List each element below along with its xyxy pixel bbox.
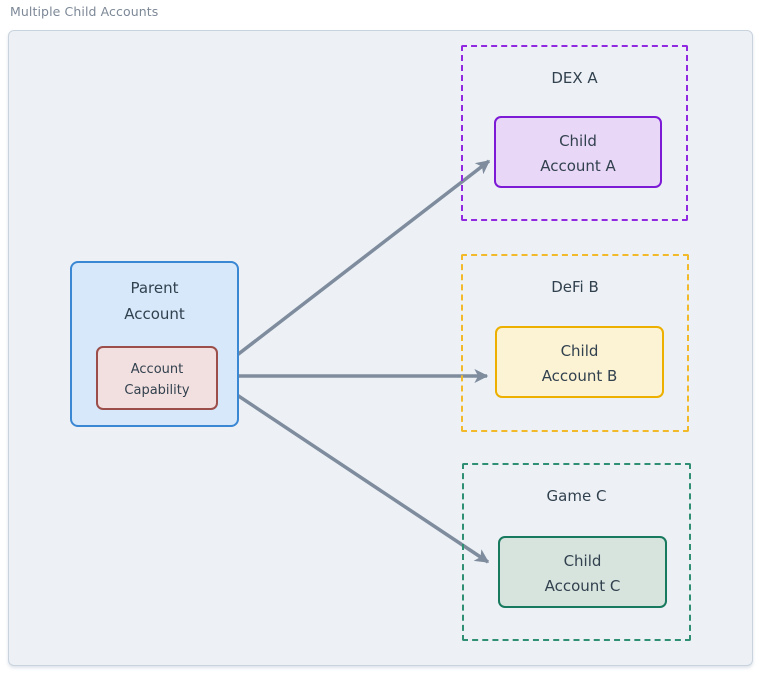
edge-capability-to-child-a [217, 159, 491, 371]
account-capability-label-line: Account [130, 362, 184, 377]
diagram-canvas: Parent Account Account Capability DEX A … [8, 30, 753, 666]
account-capability-label-line: Capability [124, 383, 190, 398]
parent-account-label-line: Parent [130, 279, 179, 297]
account-capability-node: Account Capability [96, 346, 218, 410]
group-dex-a: DEX A Child Account A [461, 45, 688, 221]
child-account-c-label-line: Child [563, 552, 602, 570]
diagram-title: Multiple Child Accounts [10, 4, 159, 19]
child-account-a-node: Child Account A [494, 116, 662, 188]
child-account-c-node: Child Account C [498, 536, 667, 608]
group-defi-b: DeFi B Child Account B [461, 254, 689, 432]
group-game-c-title: Game C [546, 487, 607, 505]
group-game-c: Game C Child Account C [462, 463, 691, 641]
child-account-a-label-line: Child [559, 132, 597, 150]
edge-capability-to-child-c [218, 381, 490, 564]
child-account-c-label-line: Account C [544, 577, 621, 595]
parent-account-node: Parent Account Account Capability [70, 261, 239, 427]
child-account-a-label-line: Account A [540, 157, 616, 175]
group-dex-a-title: DEX A [551, 69, 598, 87]
child-account-b-label-line: Child [560, 342, 599, 360]
child-account-b-label-line: Account B [541, 367, 618, 385]
child-account-b-node: Child Account B [495, 326, 664, 398]
parent-account-label-line: Account [124, 305, 185, 323]
group-defi-b-title: DeFi B [551, 278, 599, 296]
